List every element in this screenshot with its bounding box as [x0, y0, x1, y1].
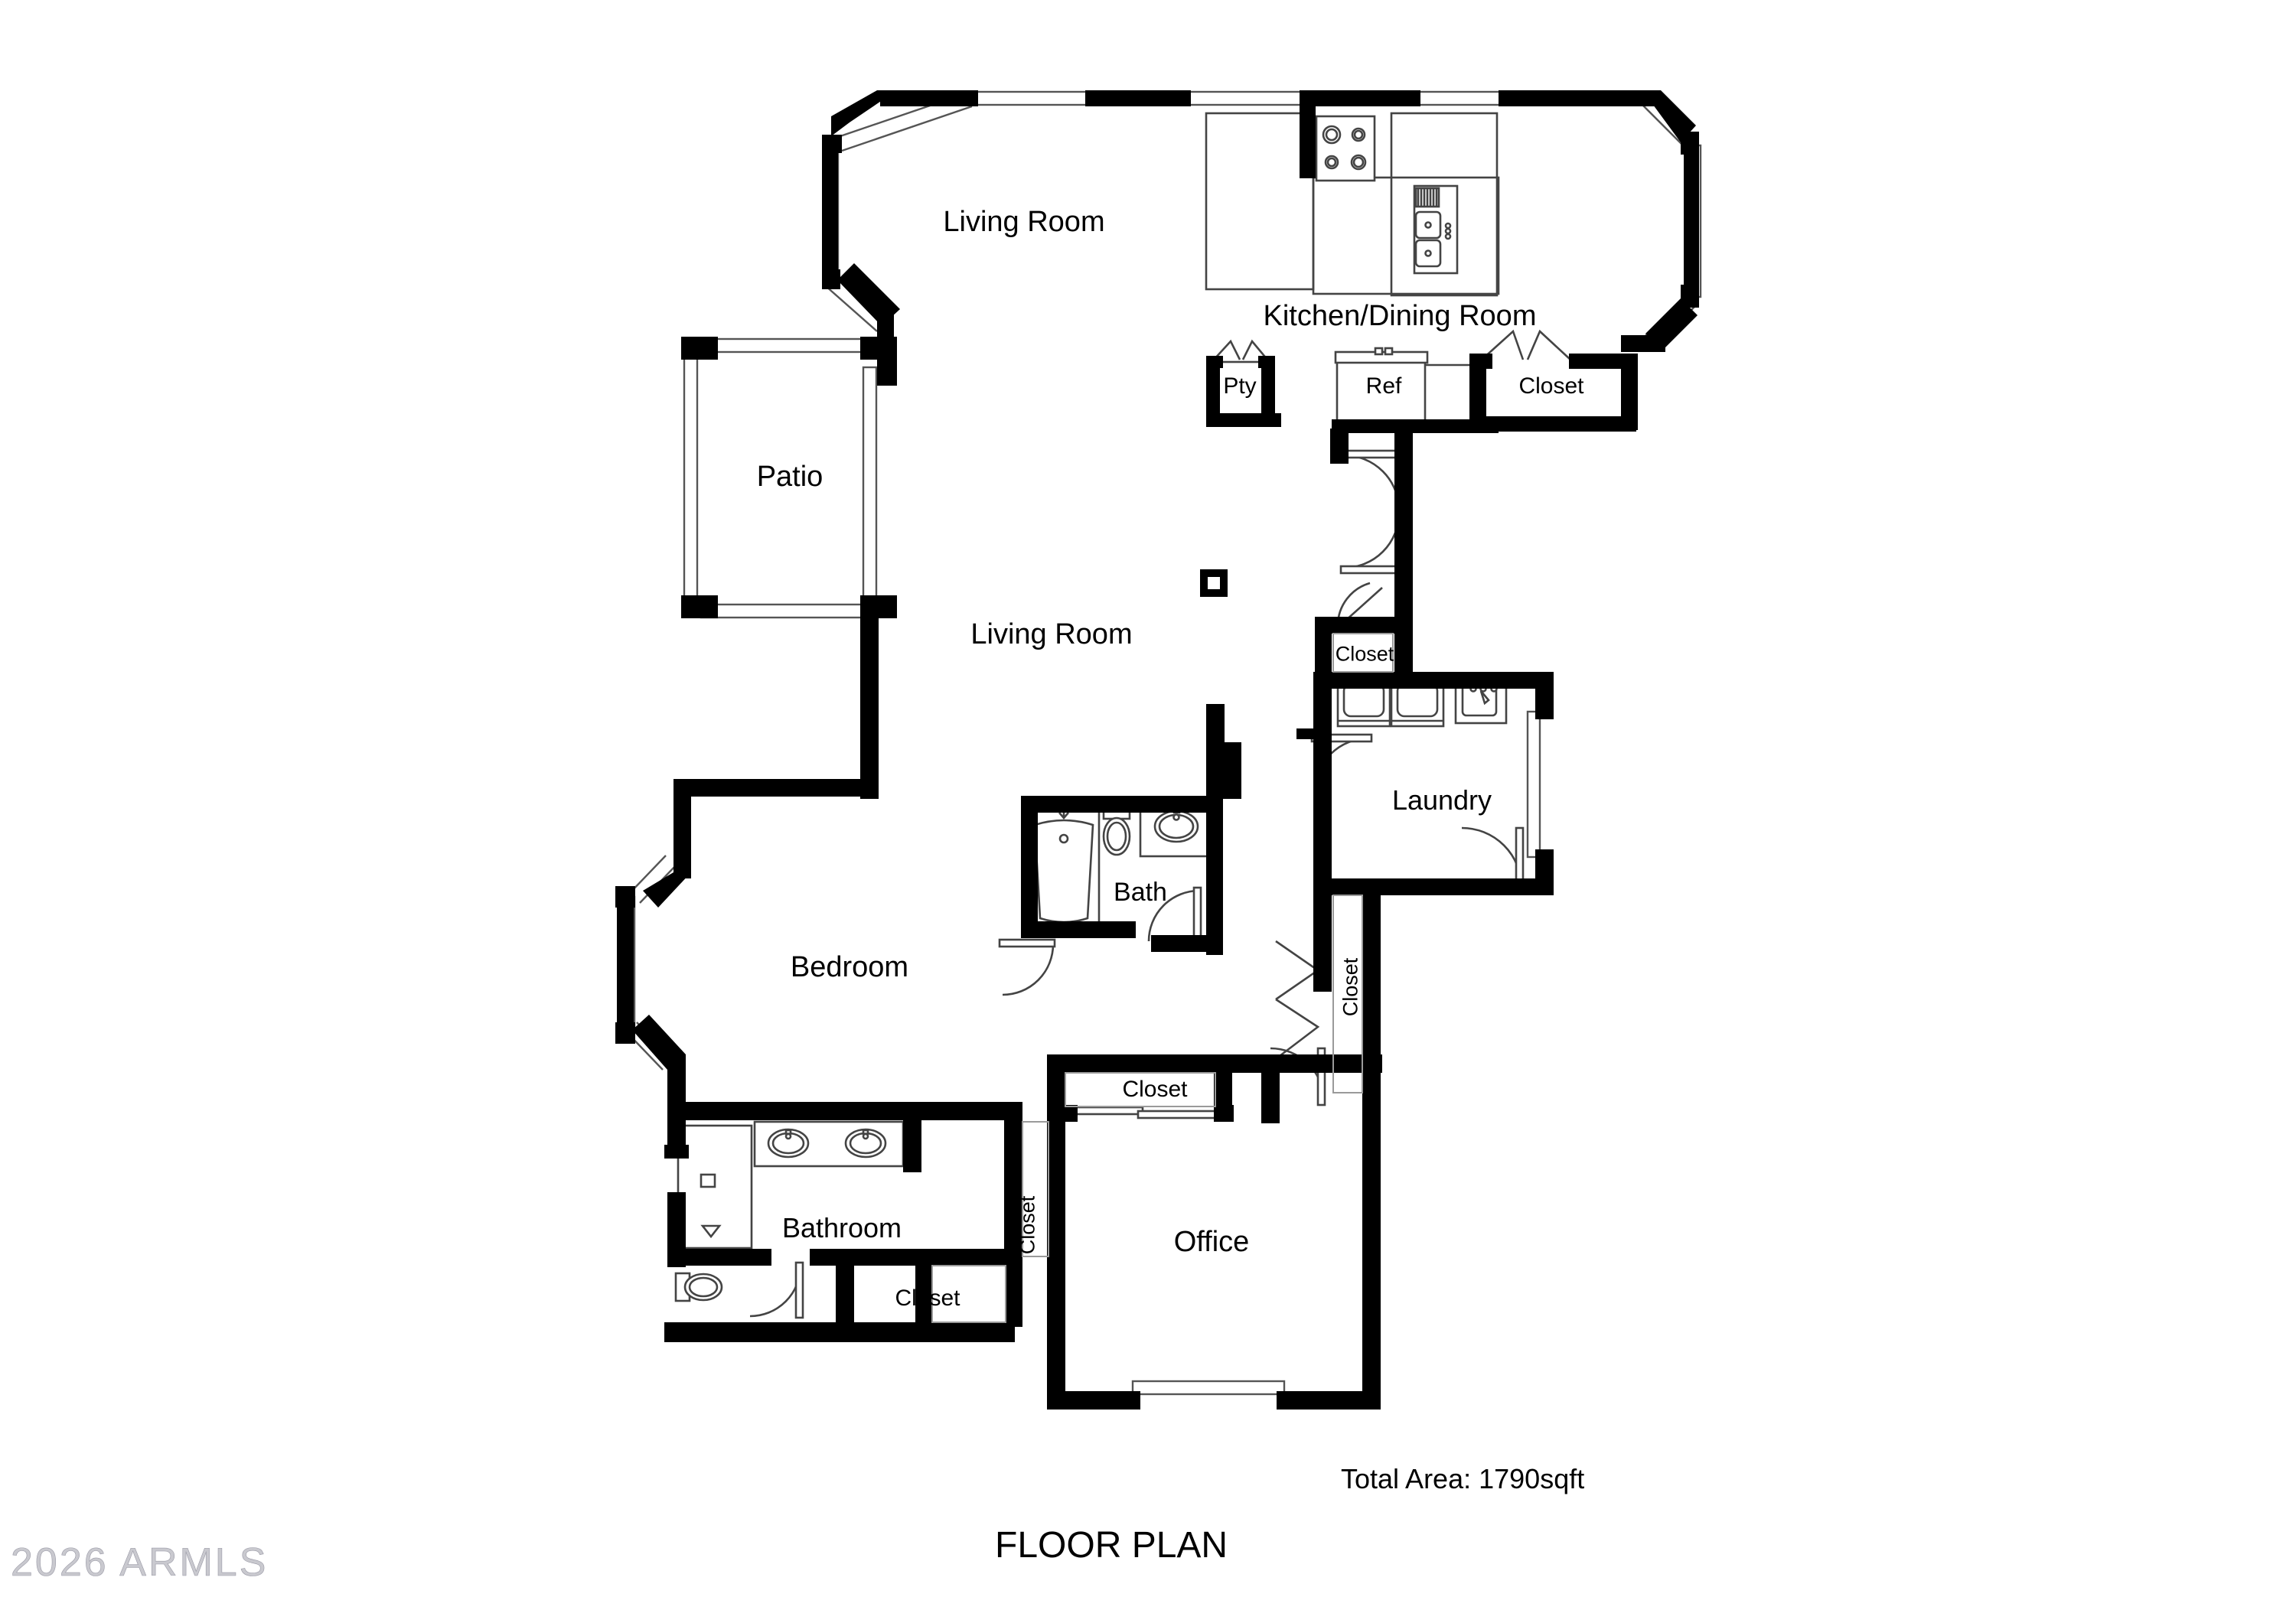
room-label-living-room-lower: Living Room	[970, 618, 1133, 650]
door-closet-vertical-bifold-2	[1275, 998, 1320, 1058]
subspace-label-closet-office-vertical: Closet	[1016, 1195, 1039, 1255]
window-laundry-right	[1526, 710, 1541, 859]
kitchen-closet-door-icon	[1481, 329, 1571, 360]
door-leaf-hall-lower	[1339, 565, 1401, 575]
room-label-patio: Patio	[756, 461, 823, 493]
door-bath	[1147, 889, 1200, 942]
walls	[615, 90, 1699, 1410]
door-bedroom	[1002, 943, 1055, 996]
toilet-bathroom-icon	[674, 1272, 723, 1302]
interior-outlines	[931, 633, 1394, 1323]
window-living-top-2	[1187, 90, 1303, 106]
door-leaf-hall-upper	[1339, 449, 1401, 459]
bathtub-icon	[1027, 803, 1101, 931]
subspace-label-closet-bathroom: Closet	[895, 1286, 960, 1311]
shower-icon	[677, 1124, 753, 1250]
window-patio-bottom	[700, 603, 879, 619]
room-label-laundry: Laundry	[1391, 784, 1492, 816]
pantry-door-icon	[1213, 339, 1268, 360]
door-swings	[749, 449, 1525, 1319]
subspace-label-closet-hall-vertical: Closet	[1339, 957, 1362, 1017]
subspace-label-closet-bedroom: Closet	[1122, 1077, 1188, 1102]
door-leaf-bathroom	[794, 1261, 804, 1319]
watermark: 2026 ARMLS	[11, 1540, 269, 1586]
room-label-bathroom: Bathroom	[781, 1212, 902, 1243]
room-label-bath: Bath	[1114, 878, 1167, 907]
window-patio-right	[862, 366, 878, 621]
refrigerator-icon	[1334, 347, 1492, 424]
window-patio-top	[700, 337, 879, 354]
subspace-label-refrigerator: Ref	[1365, 373, 1402, 399]
room-label-bedroom: Bedroom	[790, 951, 909, 983]
window-living-top-1	[974, 90, 1088, 106]
room-label-living-room-upper: Living Room	[943, 206, 1105, 238]
subspace-label-pantry: Pty	[1223, 373, 1257, 399]
subspace-label-closet-kitchen: Closet	[1518, 373, 1584, 399]
door-leaf-bath	[1192, 886, 1202, 944]
total-area-text: Total Area: 1790sqft	[1341, 1463, 1585, 1494]
door-leaf-office	[1316, 1047, 1326, 1106]
double-vanity-icon	[753, 1120, 905, 1168]
kitchen-island	[1312, 176, 1500, 295]
page-title: FLOOR PLAN	[995, 1525, 1228, 1566]
subspace-label-closet-hall-upper: Closet	[1335, 642, 1394, 666]
sink-bath-icon	[1139, 803, 1216, 858]
window-patio-left	[683, 344, 699, 608]
window-kitchen-top	[1416, 90, 1503, 106]
cooktop-icon	[1315, 115, 1376, 182]
door-leaf-bedroom	[998, 938, 1056, 948]
kitchen-sink-icon	[1413, 184, 1459, 275]
pantry-box	[1211, 360, 1270, 420]
room-label-office: Office	[1173, 1226, 1250, 1258]
room-label-kitchen-dining-room: Kitchen/Dining Room	[1263, 300, 1537, 332]
window-office-bottom	[1131, 1380, 1286, 1396]
kitchen-cabinet-left	[1205, 112, 1315, 291]
